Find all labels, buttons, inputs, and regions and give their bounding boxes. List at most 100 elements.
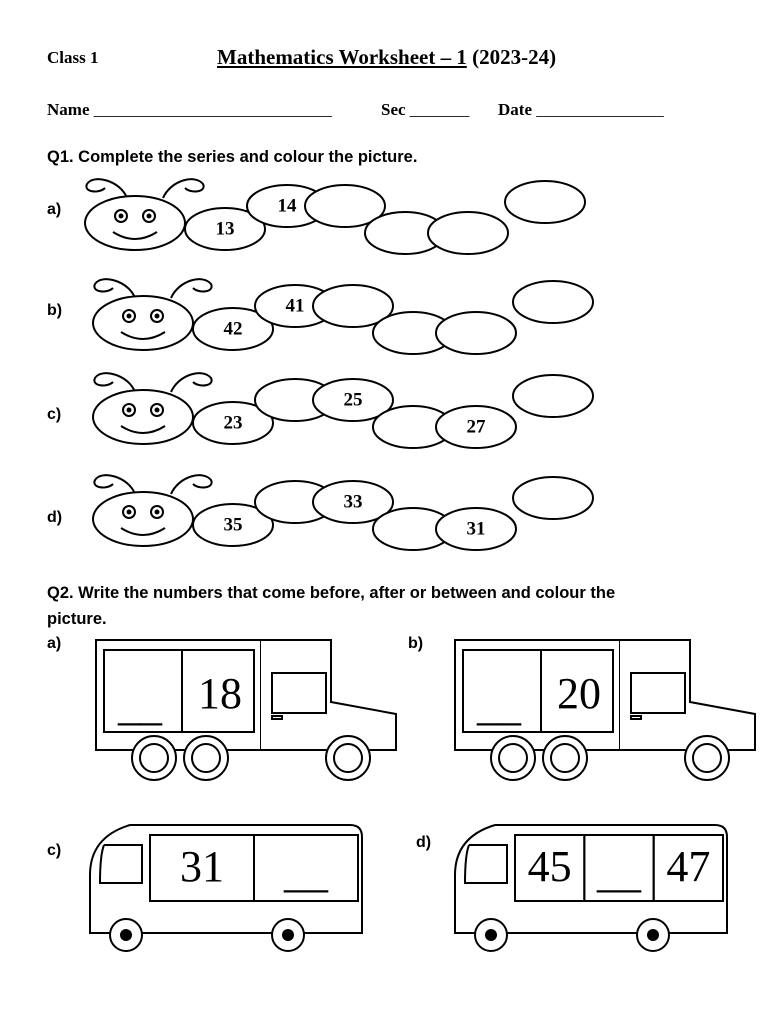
antenna-left: [85, 178, 128, 199]
segment-blank[interactable]: [312, 284, 394, 328]
segment-blank[interactable]: [504, 180, 586, 224]
wheel: [325, 735, 371, 781]
class-label: Class 1: [47, 48, 99, 67]
caterpillar-head: [92, 491, 194, 547]
date-label: Date: [498, 100, 532, 119]
antenna-left: [93, 278, 136, 299]
segment-number: 27: [467, 416, 487, 437]
q2-label-a: a): [47, 635, 62, 652]
truck-cab: [620, 639, 756, 751]
wheel-hub: [485, 929, 497, 941]
sec-label: Sec: [381, 100, 406, 119]
eye-left: [122, 505, 136, 519]
pupil-left: [126, 407, 132, 413]
box-value: __: [476, 681, 522, 730]
wheel: [183, 735, 229, 781]
q1-label-d: d): [47, 509, 63, 526]
caterpillar-head: [92, 295, 194, 351]
antenna-right: [170, 372, 213, 393]
wheel-hub: [139, 743, 169, 773]
wheel-hub: [333, 743, 363, 773]
name-field[interactable]: Name ____________________________: [47, 100, 332, 120]
segment-31: [435, 507, 517, 551]
number-box[interactable]: [540, 649, 614, 733]
box-value: __: [117, 681, 163, 730]
pupil-right: [154, 509, 160, 515]
segment-23: [192, 401, 274, 445]
eye-left: [122, 309, 136, 323]
truck-window: [630, 672, 686, 714]
q2-label-d: d): [416, 834, 432, 851]
sec-field[interactable]: Sec _______: [381, 100, 469, 120]
eye-left: [122, 403, 136, 417]
title-text: Mathematics Worksheet – 1: [217, 45, 467, 69]
eye-right: [142, 209, 156, 223]
q1-label-b: b): [47, 302, 63, 319]
box-value: 20: [557, 669, 601, 718]
q1-label-a: a): [47, 201, 62, 218]
wheel-hub: [282, 929, 294, 941]
date-field[interactable]: Date _______________: [498, 100, 664, 120]
segment-number: 13: [216, 218, 235, 239]
caterpillar-head: [92, 389, 194, 445]
bus-0: 31__: [89, 824, 363, 952]
wheel: [490, 735, 536, 781]
smile: [120, 425, 166, 434]
date-blank[interactable]: _______________: [536, 100, 664, 119]
segment-blank[interactable]: [512, 280, 594, 324]
segment-blank[interactable]: [427, 211, 509, 255]
caterpillar-b: 42 41: [92, 278, 594, 355]
segment-number: 33: [344, 491, 363, 512]
eye-right: [150, 309, 164, 323]
segment-number: 23: [224, 412, 243, 433]
pupil-left: [126, 509, 132, 515]
segment-number: 14: [278, 195, 298, 216]
antenna-right: [170, 278, 213, 299]
pupil-right: [154, 407, 160, 413]
number-box[interactable]: [652, 834, 725, 902]
eye-right: [150, 403, 164, 417]
wheel-hub: [498, 743, 528, 773]
door-handle: [271, 715, 283, 720]
box-value: __: [596, 848, 642, 897]
segment-number: 35: [224, 514, 243, 535]
wheel-hub: [191, 743, 221, 773]
title-year: (2023-24): [472, 45, 557, 69]
sec-blank[interactable]: _______: [409, 100, 470, 119]
bus-1: 45__47: [454, 824, 728, 952]
segment-blank[interactable]: [304, 184, 386, 228]
segment-number: 41: [286, 295, 305, 316]
antenna-left: [93, 372, 136, 393]
q2-label-c: c): [47, 842, 62, 859]
segment-33: [312, 480, 394, 524]
pupil-left: [118, 213, 124, 219]
segment-13: [184, 207, 266, 251]
number-box[interactable]: [253, 834, 359, 902]
segment-blank[interactable]: [435, 311, 517, 355]
segment-number: 42: [224, 318, 243, 339]
name-label: Name: [47, 100, 90, 119]
smile: [120, 331, 166, 340]
truck-cab: [261, 639, 397, 751]
truck-1: __ 20: [454, 639, 756, 781]
bus-window: [463, 844, 508, 884]
number-box[interactable]: [181, 649, 255, 733]
box-value: 45: [528, 842, 572, 891]
q2-question-line2: picture.: [47, 610, 107, 628]
segment-27: [435, 405, 517, 449]
name-blank[interactable]: ____________________________: [93, 100, 332, 119]
wheel-hub: [550, 743, 580, 773]
eye-right: [150, 505, 164, 519]
wheel-hub: [647, 929, 659, 941]
segment-blank[interactable]: [512, 476, 594, 520]
segment-blank[interactable]: [512, 374, 594, 418]
wheel: [131, 735, 177, 781]
smile: [120, 527, 166, 536]
pupil-right: [154, 313, 160, 319]
wheel-hub: [692, 743, 722, 773]
q1-question: Q1. Complete the series and colour the p…: [47, 148, 418, 166]
